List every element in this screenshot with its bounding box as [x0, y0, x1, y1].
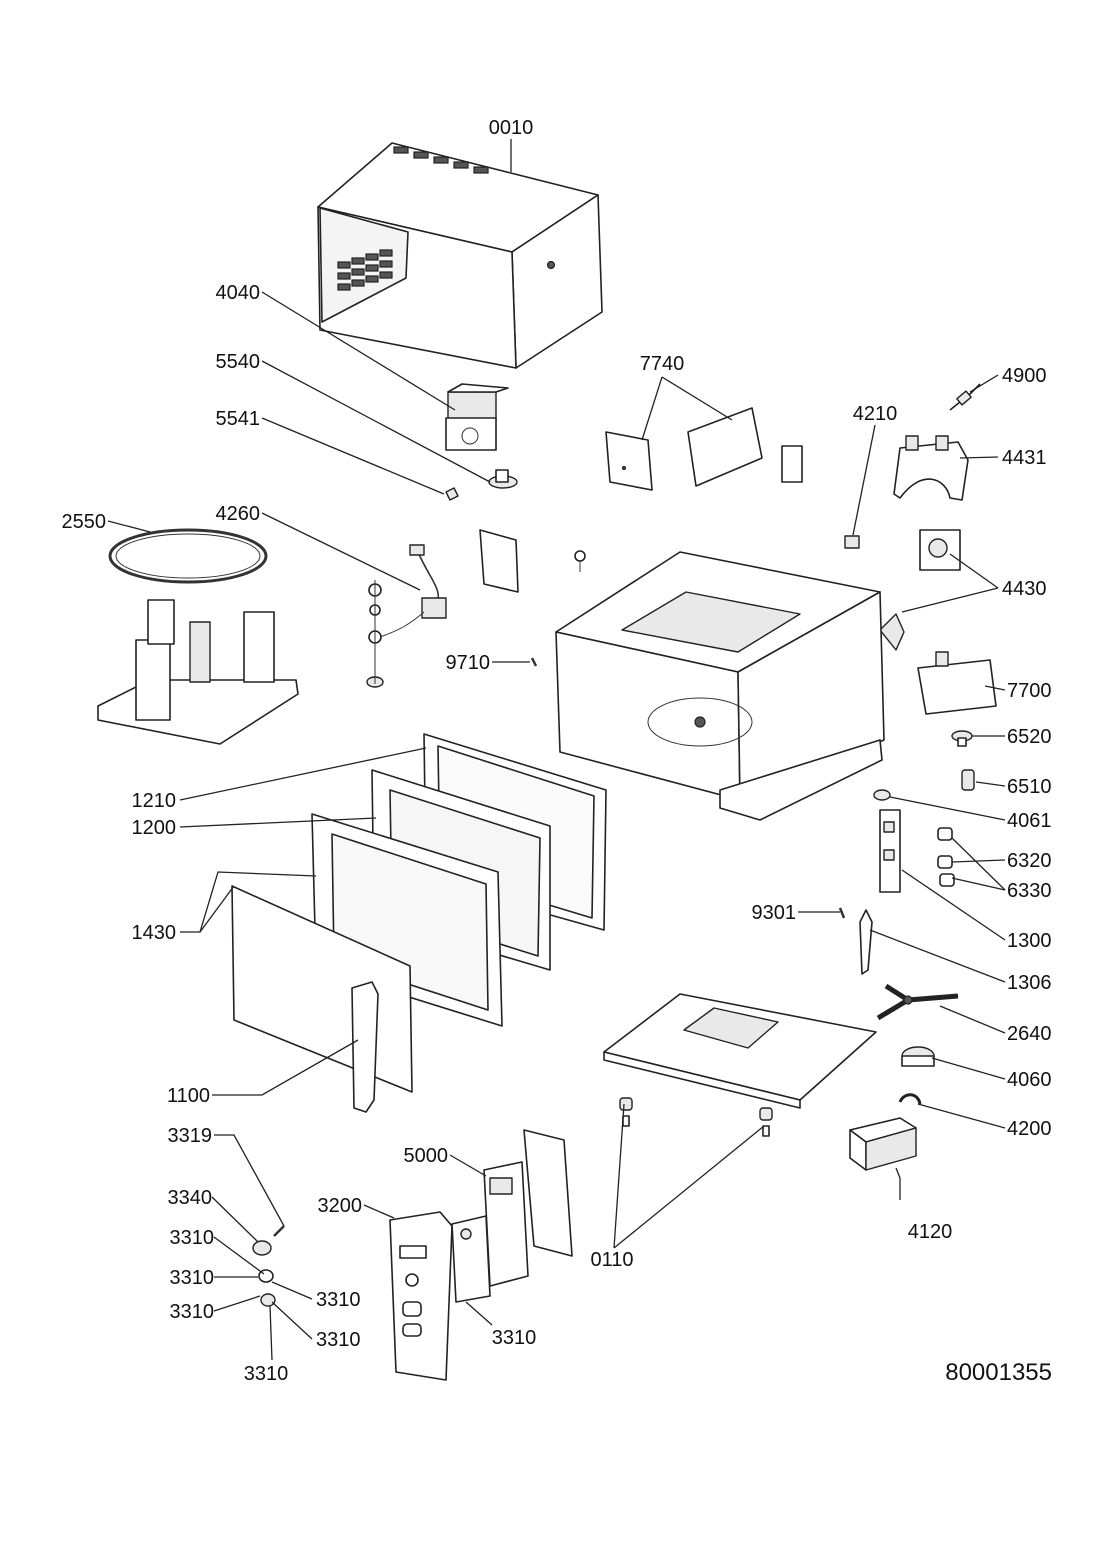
callout-4900: 4900 — [1002, 365, 1047, 387]
base-plate — [603, 993, 877, 1109]
callout-4260: 4260 — [216, 503, 261, 525]
waveguide-cover-7740 — [605, 407, 803, 491]
callout-6330: 6330 — [1007, 880, 1052, 902]
callout-3340: 3340 — [168, 1187, 213, 1209]
callout-3319: 3319 — [168, 1125, 213, 1147]
callout-3310-c: 3310 — [316, 1289, 361, 1311]
control-panel-3200 — [389, 1211, 453, 1381]
transformer-4120 — [849, 1117, 917, 1171]
oven-cavity-chassis — [555, 551, 885, 821]
leader-lines — [107, 139, 1006, 1361]
callout-9710: 9710 — [446, 652, 491, 674]
callout-0110: 0110 — [590, 1249, 633, 1271]
door-handle-1100 — [351, 981, 379, 1113]
callout-9301: 9301 — [752, 902, 797, 924]
callout-2640: 2640 — [1007, 1023, 1052, 1045]
callout-1306: 1306 — [1007, 972, 1052, 994]
callout-4040: 4040 — [216, 282, 261, 304]
callout-6510: 6510 — [1007, 776, 1052, 798]
circuit-board-5000 — [451, 1161, 529, 1303]
callout-3310-f: 3310 — [492, 1327, 537, 1349]
screw-9710 — [530, 657, 538, 667]
callout-7700: 7700 — [1007, 680, 1052, 702]
callout-5541: 5541 — [216, 408, 261, 430]
callout-4431: 4431 — [1002, 447, 1047, 469]
callout-0010: 0010 — [489, 117, 534, 139]
thermostat-5540 — [488, 469, 518, 489]
outer-cabinet-0010 — [317, 142, 603, 369]
magnetron-4040 — [445, 383, 509, 451]
lever-1306 — [859, 909, 873, 975]
callout-1430: 1430 — [132, 922, 177, 944]
part-4061 — [873, 789, 891, 801]
part-6510 — [961, 769, 975, 791]
spring-9301 — [838, 907, 846, 919]
knob-3340 — [252, 1240, 272, 1256]
callout-3310-d: 3310 — [170, 1301, 215, 1323]
fuse-4210 — [844, 535, 860, 549]
latch-bracket-1300 — [879, 809, 901, 893]
callout-4120: 4120 — [908, 1221, 953, 1243]
fan-motor-4430 — [879, 529, 961, 651]
callout-1100: 1100 — [167, 1085, 210, 1107]
callout-4210: 4210 — [853, 403, 898, 425]
callout-7740: 7740 — [640, 353, 685, 375]
clip-5541 — [445, 487, 459, 501]
turntable-motor-4060 — [901, 1046, 935, 1067]
bracket-base — [97, 599, 299, 745]
callout-5540: 5540 — [216, 351, 261, 373]
document-number: 80001355 — [945, 1359, 1052, 1386]
callout-3310-g: 3310 — [244, 1363, 289, 1385]
callout-4060: 4060 — [1007, 1069, 1052, 1091]
diode-4900 — [949, 383, 981, 411]
roller-ring-2550 — [108, 528, 268, 584]
callout-3310-e: 3310 — [316, 1329, 361, 1351]
callout-4200: 4200 — [1007, 1118, 1052, 1140]
button-3310 — [258, 1269, 276, 1307]
screw-3319 — [273, 1225, 285, 1237]
callout-6520: 6520 — [1007, 726, 1052, 748]
wiring-harness-4260 — [366, 544, 447, 688]
control-box-7700 — [917, 651, 997, 715]
callout-6320: 6320 — [1007, 850, 1052, 872]
part-6520 — [951, 730, 973, 747]
fan-duct-4431 — [893, 435, 969, 501]
microswitch-6330 — [939, 873, 955, 887]
foot-0110 — [619, 1097, 773, 1137]
microswitch-6320 — [937, 827, 953, 869]
callout-1300: 1300 — [1007, 930, 1052, 952]
callout-4061: 4061 — [1007, 810, 1052, 832]
callout-5000: 5000 — [404, 1145, 449, 1167]
callout-3200: 3200 — [318, 1195, 363, 1217]
callout-3310-a: 3310 — [170, 1227, 215, 1249]
switch-plate — [479, 529, 519, 593]
roller-support-2640 — [876, 983, 959, 1021]
screw — [574, 550, 586, 572]
callout-2550: 2550 — [62, 511, 107, 533]
callout-labels: 0010 4040 5540 5541 7740 4900 4210 4431 … — [62, 117, 1052, 1385]
callout-1200: 1200 — [132, 817, 177, 839]
callout-1210: 1210 — [132, 790, 177, 812]
clip-4200 — [898, 1093, 922, 1105]
callout-3310-b: 3310 — [170, 1267, 215, 1289]
callout-4430: 4430 — [1002, 578, 1047, 600]
panel-bracket — [523, 1129, 573, 1257]
